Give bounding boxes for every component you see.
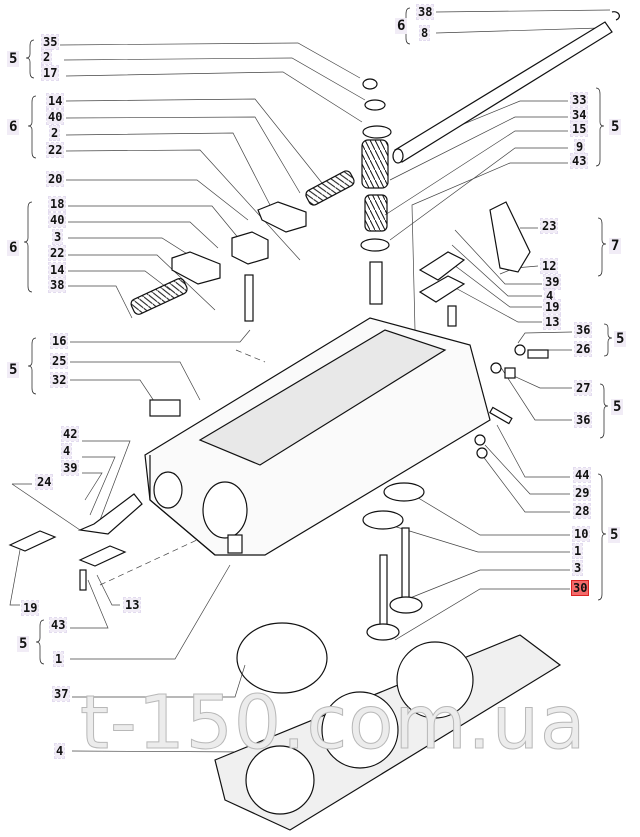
callout-38[interactable]: 38 (47, 277, 67, 293)
callout-23[interactable]: 23 (539, 218, 559, 234)
gaskets-and-seals (8, 251, 562, 831)
callout-15[interactable]: 15 (569, 121, 589, 137)
group-number: 6 (395, 18, 408, 34)
callout-19[interactable]: 19 (542, 299, 562, 315)
callout-22[interactable]: 22 (47, 245, 67, 261)
group-number: 6 (7, 240, 20, 256)
callout-13[interactable]: 13 (542, 314, 562, 330)
group-number: 5 (608, 527, 621, 543)
group-number: 5 (7, 51, 20, 67)
callout-14[interactable]: 14 (47, 262, 67, 278)
callout-44[interactable]: 44 (572, 467, 592, 483)
callout-16[interactable]: 16 (49, 333, 69, 349)
group-number: 5 (611, 399, 624, 415)
callout-14[interactable]: 14 (45, 93, 65, 109)
braces (23, 7, 613, 665)
callout-1[interactable]: 1 (52, 651, 65, 667)
callout-12[interactable]: 12 (539, 258, 559, 274)
studs-and-fittings (79, 274, 549, 591)
callout-32[interactable]: 32 (49, 372, 69, 388)
callout-8[interactable]: 8 (418, 25, 431, 41)
callout-34[interactable]: 34 (569, 107, 589, 123)
callout-4[interactable]: 4 (60, 443, 73, 459)
callout-36[interactable]: 36 (573, 412, 593, 428)
callout-3[interactable]: 3 (51, 229, 64, 245)
callout-4[interactable]: 4 (543, 288, 556, 304)
callout-2[interactable]: 2 (48, 125, 61, 141)
group-number: 5 (7, 362, 20, 378)
callout-43[interactable]: 43 (48, 617, 68, 633)
callout-36[interactable]: 36 (573, 322, 593, 338)
leader-lines (9, 9, 611, 753)
callout-3[interactable]: 3 (571, 560, 584, 576)
callout-27[interactable]: 27 (573, 380, 593, 396)
callout-24[interactable]: 24 (34, 474, 54, 490)
group-number: 5 (609, 119, 622, 135)
callout-38[interactable]: 38 (415, 4, 435, 20)
callout-26[interactable]: 26 (573, 341, 593, 357)
group-number: 5 (614, 331, 627, 347)
callout-28[interactable]: 28 (572, 503, 592, 519)
outlet-pipes (77, 201, 531, 535)
callout-18[interactable]: 18 (47, 196, 67, 212)
callout-19[interactable]: 19 (20, 600, 40, 616)
rocker-springs (130, 170, 355, 315)
rocker-shaft (392, 21, 613, 164)
callout-20[interactable]: 20 (45, 171, 65, 187)
callout-40[interactable]: 40 (45, 109, 65, 125)
circlip (611, 11, 620, 21)
callout-35[interactable]: 35 (40, 34, 60, 50)
group-number: 5 (17, 636, 30, 652)
callout-2[interactable]: 2 (40, 49, 53, 65)
cylinder-head (144, 317, 491, 556)
valves (366, 527, 423, 641)
callout-22[interactable]: 22 (45, 142, 65, 158)
callout-1[interactable]: 1 (571, 543, 584, 559)
callout-13[interactable]: 13 (122, 597, 142, 613)
callout-30-selected[interactable]: 30 (570, 580, 590, 596)
callout-39[interactable]: 39 (60, 460, 80, 476)
valve-springs (360, 78, 392, 305)
group-number: 7 (609, 238, 622, 254)
callout-37[interactable]: 37 (51, 686, 71, 702)
callout-42[interactable]: 42 (60, 426, 80, 442)
callout-9[interactable]: 9 (573, 139, 586, 155)
callout-33[interactable]: 33 (569, 92, 589, 108)
callout-17[interactable]: 17 (40, 65, 60, 81)
callout-25[interactable]: 25 (49, 353, 69, 369)
callout-10[interactable]: 10 (571, 526, 591, 542)
callout-39[interactable]: 39 (542, 274, 562, 290)
group-number: 6 (7, 119, 20, 135)
callout-29[interactable]: 29 (572, 485, 592, 501)
callout-4[interactable]: 4 (53, 743, 66, 759)
callout-40[interactable]: 40 (47, 212, 67, 228)
rocker-arms (171, 201, 307, 285)
callout-43[interactable]: 43 (569, 153, 589, 169)
